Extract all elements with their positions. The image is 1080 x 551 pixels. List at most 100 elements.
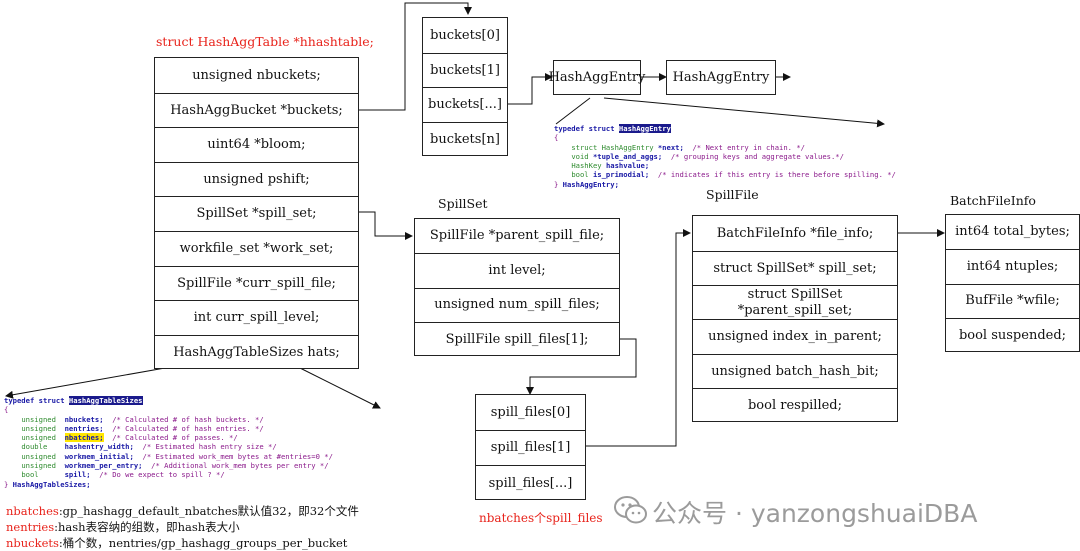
- bucket-slot: buckets[1]: [423, 52, 507, 88]
- code-field: workmem_initial;: [64, 451, 134, 461]
- sizes-expand-right: [299, 367, 381, 409]
- struct-field: BufFile *wfile;: [946, 283, 1079, 318]
- hashtable-title: struct HashAggTable *hhashtable;: [156, 34, 374, 49]
- code-brace: }: [554, 179, 559, 189]
- struct-field: SpillSet *spill_set;: [155, 196, 358, 231]
- code-type: bool: [21, 470, 39, 480]
- code-brace: }: [4, 479, 9, 489]
- code-line: unsigned nbuckets; /* Calculated # of ha…: [4, 414, 264, 424]
- code-field: *next;: [657, 142, 684, 152]
- code-type: double: [21, 442, 48, 452]
- wechat-icon: [614, 496, 647, 524]
- note-nentries: nentries:hash表容纳的组数，即hash表大小: [6, 519, 240, 535]
- code-comment: /* Calculated # of hash buckets. */: [112, 414, 264, 424]
- spillset-arrow: [356, 211, 413, 240]
- note-nbatches: nbatches:gp_hashagg_default_nbatches默认值3…: [6, 503, 359, 519]
- spill-file-slot: spill_files[...]: [476, 465, 585, 500]
- code-line: bool is_primodial; /* indicates if this …: [554, 170, 896, 179]
- code-type: unsigned: [21, 423, 56, 433]
- code-comment: /* indicates if this entry is there befo…: [657, 170, 896, 180]
- note-text: :桶个数，nentries/gp_hashagg_groups_per_buck…: [58, 536, 348, 550]
- note-key: nbatches: [6, 504, 59, 518]
- sizes-expand-left: [5, 367, 166, 399]
- struct-field: unsigned batch_hash_bit;: [693, 354, 897, 388]
- struct-field: HashAggBucket *buckets;: [155, 92, 358, 128]
- bucket-slot: buckets[0]: [430, 27, 500, 43]
- spillset-struct: SpillFile *parent_spill_file;int level;u…: [414, 218, 620, 356]
- bucket-slot: buckets[...]: [423, 87, 507, 122]
- bucket-slot: buckets[n]: [423, 121, 507, 157]
- struct-field: bool respilled;: [693, 388, 897, 423]
- code-line: struct HashAggEntry *next; /* Next entry…: [554, 143, 805, 152]
- code-comment: /* Next entry in chain. */: [692, 142, 805, 152]
- spill-file-slot: spill_files[0]: [490, 404, 571, 420]
- code-brace: {: [554, 133, 559, 143]
- code-line: HashKey hashvalue;: [554, 161, 658, 170]
- code-struct-name: HashAggEntry;: [562, 179, 619, 189]
- struct-field: int curr_spill_level;: [155, 300, 358, 335]
- struct-field: workfile_set *work_set;: [155, 231, 358, 266]
- struct-field: int level;: [415, 253, 619, 287]
- hash-agg-entry-2: HashAggEntry: [666, 60, 776, 95]
- code-comment: /* Calculated # of hash entries. */: [112, 423, 264, 433]
- code-type: unsigned: [21, 414, 56, 424]
- bucket-entry-arrow: [506, 73, 553, 105]
- struct-field: HashAggTableSizes hats;: [155, 334, 358, 370]
- code-type: unsigned: [21, 451, 56, 461]
- spillfile-struct: BatchFileInfo *file_info;struct SpillSet…: [692, 215, 898, 422]
- note-key: nbuckets: [6, 536, 59, 550]
- struct-field: bool suspended;: [946, 317, 1079, 352]
- struct-field: struct SpillSet* spill_set;: [693, 251, 897, 285]
- code-struct-name: HashAggEntry: [618, 124, 671, 133]
- entry-label: HashAggEntry: [548, 69, 646, 85]
- code-comment: /* Estimated work_mem bytes at #entries=…: [142, 451, 333, 461]
- note-text: :gp_hashagg_default_nbatches默认值32，即32个文件: [58, 504, 359, 518]
- spill-files-array: spill_files[0] spill_files[1]spill_files[…: [475, 394, 586, 500]
- code-comment: /* Additional work_mem bytes per entry *…: [151, 461, 329, 471]
- spillfile-title: SpillFile: [706, 187, 759, 202]
- code-line: double hashentry_width; /* Estimated has…: [4, 442, 276, 452]
- code-field: spill;: [64, 470, 91, 480]
- code-field: nbatches;: [64, 433, 104, 443]
- struct-field: int64 ntuples;: [946, 249, 1079, 283]
- hash-agg-table-sizes-code: typedef struct HashAggTableSizes { unsig…: [4, 396, 333, 489]
- code-line: unsigned workmem_initial; /* Estimated w…: [4, 452, 333, 461]
- code-struct-name: HashAggTableSizes;: [12, 479, 91, 489]
- code-field: is_primodial;: [592, 170, 650, 180]
- note-key: nentries: [6, 520, 55, 534]
- code-type: HashKey: [571, 161, 602, 171]
- code-type: struct HashAggEntry: [571, 142, 654, 152]
- code-keyword: typedef struct: [4, 396, 65, 405]
- spill-file-slot: spill_files[1]: [476, 430, 585, 465]
- code-field: workmem_per_entry;: [64, 461, 143, 471]
- code-type: unsigned: [21, 461, 56, 471]
- code-field: hashvalue;: [605, 161, 650, 171]
- struct-field: unsigned num_spill_files;: [415, 287, 619, 322]
- code-line: unsigned workmem_per_entry; /* Additiona…: [4, 461, 329, 471]
- note-text: :hash表容纳的组数，即hash表大小: [54, 520, 240, 534]
- struct-field: unsigned index_in_parent;: [693, 319, 897, 354]
- struct-field: unsigned nbuckets;: [192, 67, 321, 83]
- buckets-array: buckets[0] buckets[1]buckets[...]buckets[…: [422, 17, 508, 156]
- batchfileinfo-struct: int64 total_bytes;int64 ntuples;BufFile …: [945, 214, 1080, 352]
- code-type: bool: [571, 170, 589, 180]
- code-field: nentries;: [64, 423, 104, 433]
- hash-agg-entry-code: typedef struct HashAggEntry { struct Has…: [554, 124, 896, 189]
- code-field: hashentry_width;: [64, 442, 134, 452]
- entry-expand-lines: [555, 97, 591, 125]
- code-line: bool spill; /* Do we expect to spill ? *…: [4, 470, 225, 480]
- hash-agg-entry-1: HashAggEntry: [548, 60, 646, 95]
- struct-field: SpillFile *parent_spill_file;: [429, 228, 605, 244]
- code-line: void *tuple_and_aggs; /* grouping keys a…: [554, 152, 844, 161]
- code-type: unsigned: [21, 433, 56, 443]
- struct-field: uint64 *bloom;: [155, 127, 358, 162]
- code-brace: {: [4, 405, 9, 415]
- code-keyword: typedef struct: [554, 124, 615, 133]
- code-comment: /* Do we expect to spill ? */: [99, 470, 225, 480]
- code-line: unsigned nentries; /* Calculated # of ha…: [4, 423, 264, 433]
- watermark: 公众号 · yanzongshuaiDBA: [652, 499, 978, 528]
- spillset-title: SpillSet: [438, 196, 488, 211]
- buckets-arrow: [358, 2, 472, 111]
